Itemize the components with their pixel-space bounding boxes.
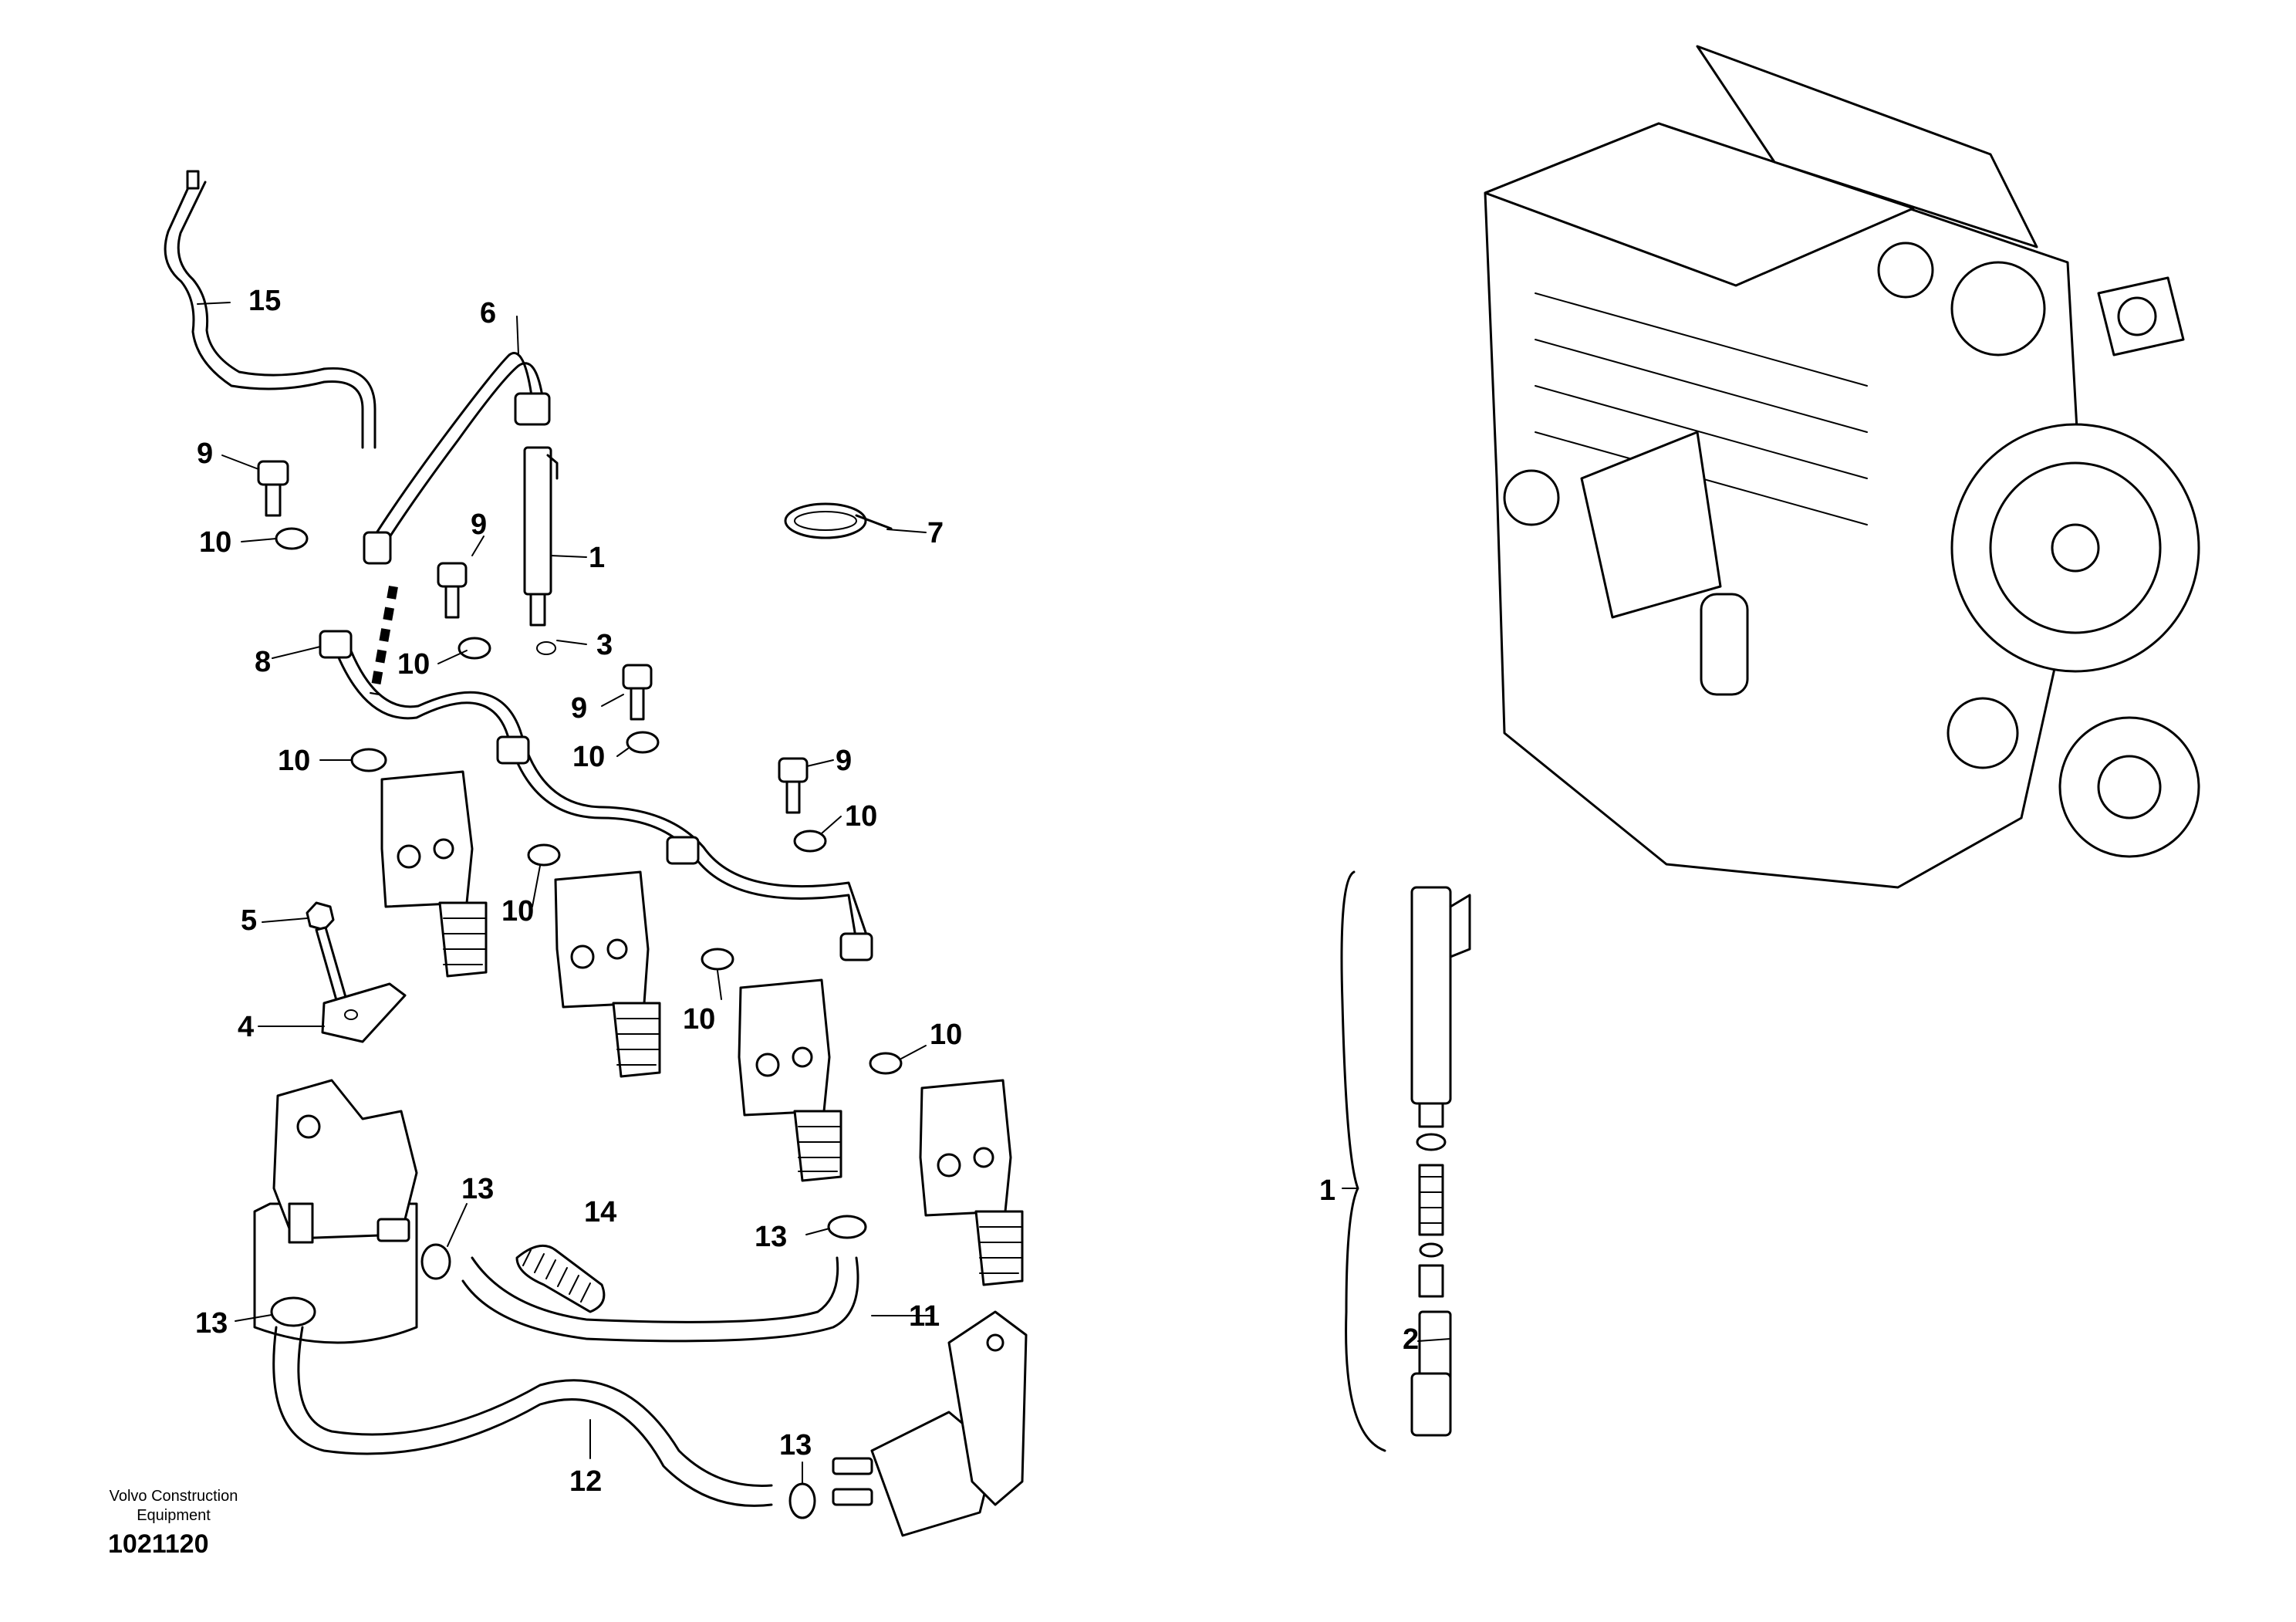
stop-solenoid (832, 1310, 1028, 1537)
callout-13-c: 13 (195, 1307, 228, 1340)
callout-10-c: 10 (278, 745, 310, 777)
callout-10-f: 10 (501, 895, 534, 928)
callout-9-c: 9 (571, 692, 587, 725)
callout-9-d: 9 (836, 745, 852, 777)
fuel-line-15 (164, 170, 376, 449)
callout-2: 2 (1403, 1323, 1419, 1356)
callout-10-h: 10 (930, 1019, 962, 1051)
washers-10 (275, 527, 903, 1075)
callout-13-d: 13 (779, 1429, 812, 1461)
injector-1 (523, 446, 559, 627)
injector-assembly-exploded (1410, 886, 1471, 1437)
callout-labels: 15 6 9 7 10 9 1 3 10 8 9 10 10 9 10 10 5… (195, 285, 1419, 1498)
callout-10-g: 10 (683, 1003, 715, 1036)
callout-1-b: 1 (1319, 1174, 1335, 1207)
bolt-5 (306, 901, 350, 1012)
bolt-9-d (778, 757, 809, 814)
sleeve-14 (515, 1244, 606, 1313)
bracket-4 (321, 982, 407, 1043)
bolt-9-b (437, 562, 468, 619)
injection-pump-1 (380, 770, 488, 978)
callout-10-b: 10 (397, 648, 430, 681)
callout-14: 14 (584, 1196, 616, 1228)
callout-11: 11 (909, 1300, 940, 1333)
callout-10-e: 10 (845, 800, 877, 833)
publisher-credit-line-1: Volvo Construction (109, 1488, 238, 1505)
callout-9-b: 9 (471, 509, 487, 541)
callout-4: 4 (238, 1011, 254, 1043)
callout-5: 5 (241, 904, 257, 937)
bolt-9-a (257, 460, 289, 517)
document-number: 1021120 (108, 1529, 209, 1559)
callout-1-a: 1 (589, 542, 605, 574)
callout-13-a: 13 (461, 1173, 494, 1205)
callout-10-a: 10 (199, 526, 231, 559)
hose-12 (272, 1326, 773, 1507)
hose-11 (461, 1256, 859, 1343)
callout-9-a: 9 (197, 438, 213, 470)
injection-pump-2 (554, 870, 661, 1078)
injection-pump-4 (919, 1079, 1024, 1286)
assembly-brace (1340, 870, 1386, 1452)
callout-15: 15 (248, 285, 281, 317)
bolt-9-c (622, 664, 653, 721)
dashed-indicator (370, 585, 398, 696)
callout-leaders (197, 302, 1451, 1484)
callout-3: 3 (596, 629, 613, 661)
publisher-credit-line-2: Equipment (137, 1507, 211, 1524)
injection-line-6 (363, 352, 551, 565)
injection-line-8 (319, 630, 873, 961)
callout-12: 12 (569, 1465, 602, 1498)
clamp-7 (784, 502, 893, 539)
callout-10-d: 10 (572, 741, 605, 773)
callout-6: 6 (480, 297, 496, 329)
callout-8: 8 (255, 646, 271, 678)
injection-pump-3 (738, 978, 842, 1182)
engine-overview (1484, 45, 2200, 889)
callout-13-b: 13 (755, 1221, 787, 1253)
callout-7: 7 (927, 517, 944, 549)
